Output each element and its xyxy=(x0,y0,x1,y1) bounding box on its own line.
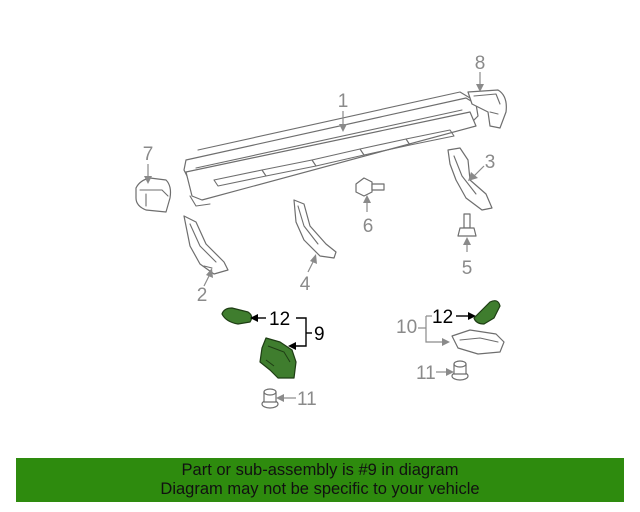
part-2-bracket[interactable] xyxy=(183,215,229,275)
banner-line-2: Diagram may not be specific to your vehi… xyxy=(160,480,480,498)
callout-11-right: 11 xyxy=(416,363,436,384)
part-12-right-clip[interactable] xyxy=(473,300,501,325)
part-11-left-clip[interactable] xyxy=(261,388,279,409)
part-6-bolt[interactable] xyxy=(355,177,385,197)
part-12-left-clip[interactable] xyxy=(221,307,253,325)
callout-8: 8 xyxy=(475,53,486,74)
banner-line-1: Part or sub-assembly is #9 in diagram xyxy=(181,461,459,479)
part-11-right-clip[interactable] xyxy=(451,360,469,381)
part-9-end-cap[interactable] xyxy=(259,337,297,379)
info-banner: Part or sub-assembly is #9 in diagram Di… xyxy=(16,458,624,502)
part-10-end-cap[interactable] xyxy=(451,329,505,355)
callout-6: 6 xyxy=(363,216,374,237)
part-4-bracket[interactable] xyxy=(293,199,337,259)
callout-12-left: 12 xyxy=(269,309,290,330)
callout-7: 7 xyxy=(143,144,154,165)
part-1-running-board[interactable] xyxy=(183,91,479,207)
part-3-bracket[interactable] xyxy=(447,147,493,211)
part-7-end-cap[interactable] xyxy=(135,177,172,213)
part-8-end-cap[interactable] xyxy=(467,89,507,129)
callout-9: 9 xyxy=(314,324,325,345)
part-5-bolt[interactable] xyxy=(457,213,477,237)
callout-4: 4 xyxy=(300,274,311,295)
callout-11-left: 11 xyxy=(297,389,317,410)
callout-12-right: 12 xyxy=(432,307,453,328)
callout-3: 3 xyxy=(485,152,496,173)
callout-5: 5 xyxy=(462,258,473,279)
callout-10: 10 xyxy=(396,317,417,338)
callout-1: 1 xyxy=(338,91,349,112)
callout-2: 2 xyxy=(197,285,208,306)
